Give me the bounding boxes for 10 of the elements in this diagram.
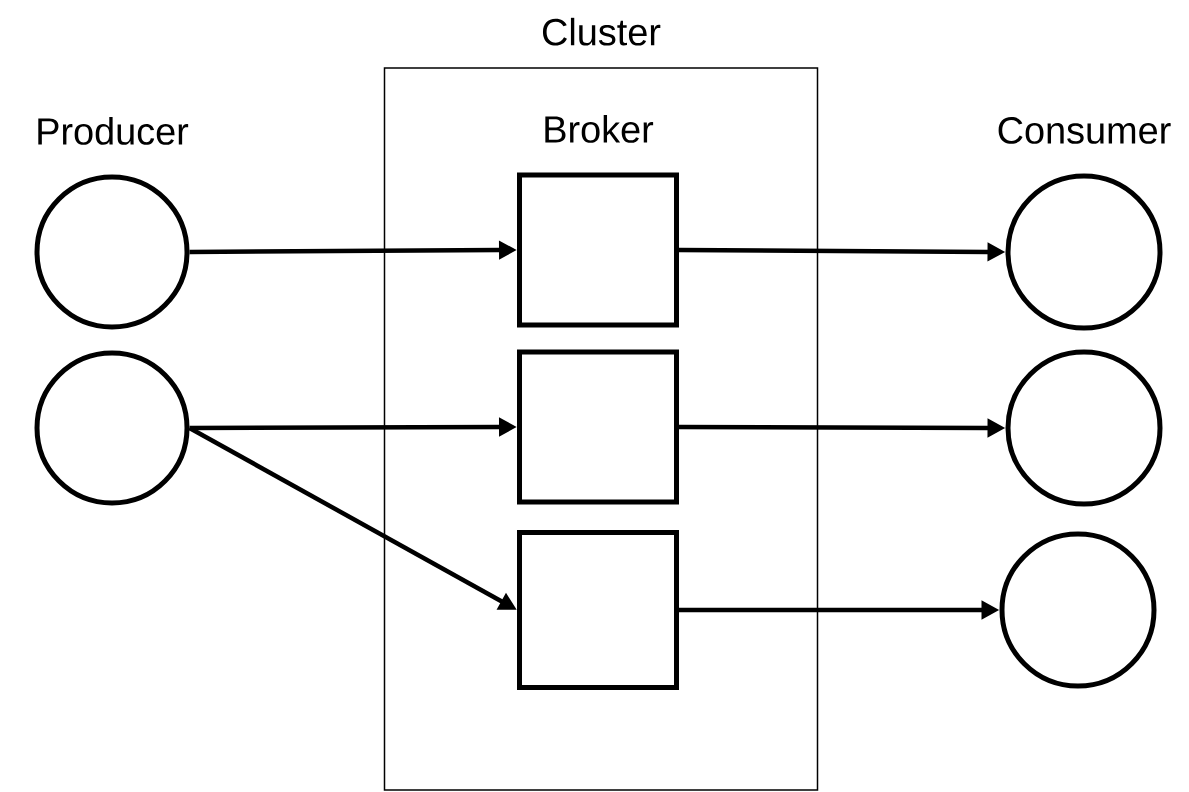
consumer-circle (1005, 349, 1163, 507)
consumer-circle (999, 531, 1157, 689)
broker-box (517, 349, 679, 505)
producer-circle (34, 350, 190, 506)
node-label: Cluster (542, 17, 661, 46)
node-label: Producer (38, 117, 189, 145)
node-label: Consumer (998, 117, 1171, 144)
node-label: Broker (545, 115, 654, 143)
broker-box: Broker (517, 115, 679, 328)
broker-box (517, 530, 679, 690)
